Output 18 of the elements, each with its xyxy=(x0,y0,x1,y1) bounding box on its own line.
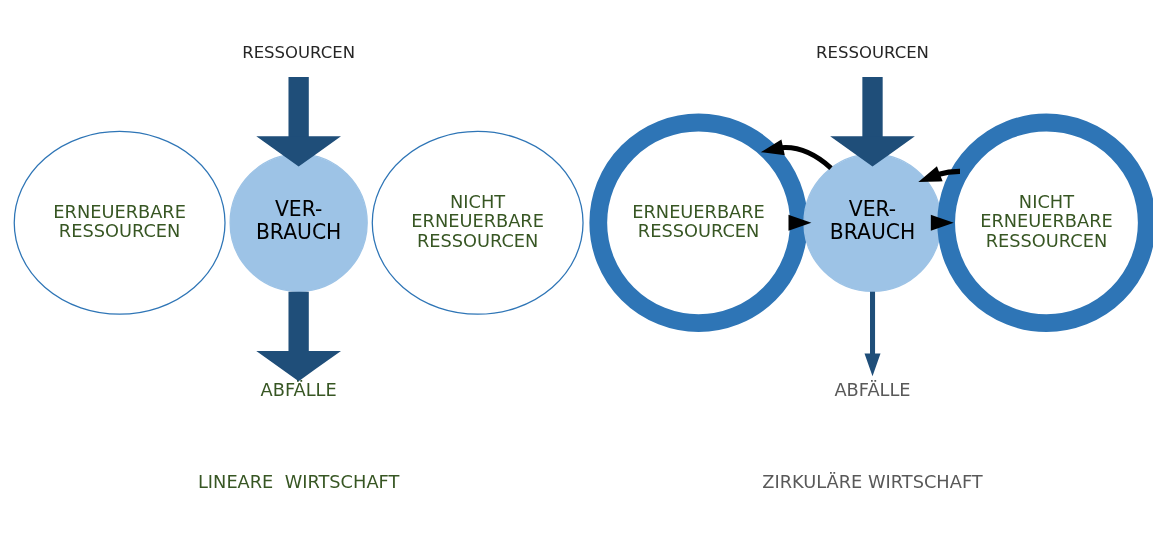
arrow xyxy=(918,166,961,182)
arrow xyxy=(760,139,833,170)
label: LINEARE WIRTSCHAFT xyxy=(197,471,400,492)
node-circle: VER- BRAUCH xyxy=(229,153,368,292)
arrow xyxy=(256,76,341,167)
node-text: RESSOURCEN xyxy=(242,43,356,63)
arrow xyxy=(864,291,881,377)
arrow xyxy=(256,291,341,382)
node-circle: ERNEUERBARE RESSOURCEN xyxy=(589,113,808,332)
label: ZIRKULÄRE WIRTSCHAFT xyxy=(762,471,983,492)
node-ellipse: ERNEUERBARE RESSOURCEN xyxy=(13,130,226,315)
node-text: RESSOURCEN xyxy=(816,43,929,63)
node-text: ABFÄLLE xyxy=(260,380,337,401)
node-ellipse: NICHT ERNEUERBARE RESSOURCEN xyxy=(371,130,584,315)
arrow xyxy=(830,76,915,167)
arrow xyxy=(930,214,954,231)
node-text: ABFÄLLE xyxy=(834,380,911,401)
arrow xyxy=(788,214,812,231)
